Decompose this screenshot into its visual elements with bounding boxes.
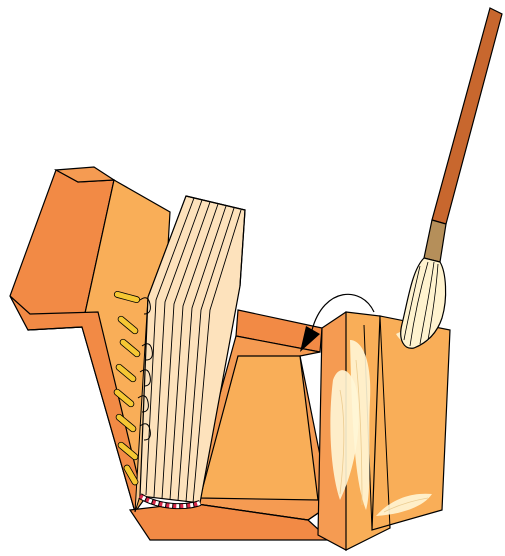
glue-brush [401, 8, 502, 348]
glue-brush-ferrule [424, 220, 446, 262]
right-cover-board [318, 312, 450, 550]
glue-brush-handle [432, 8, 502, 224]
